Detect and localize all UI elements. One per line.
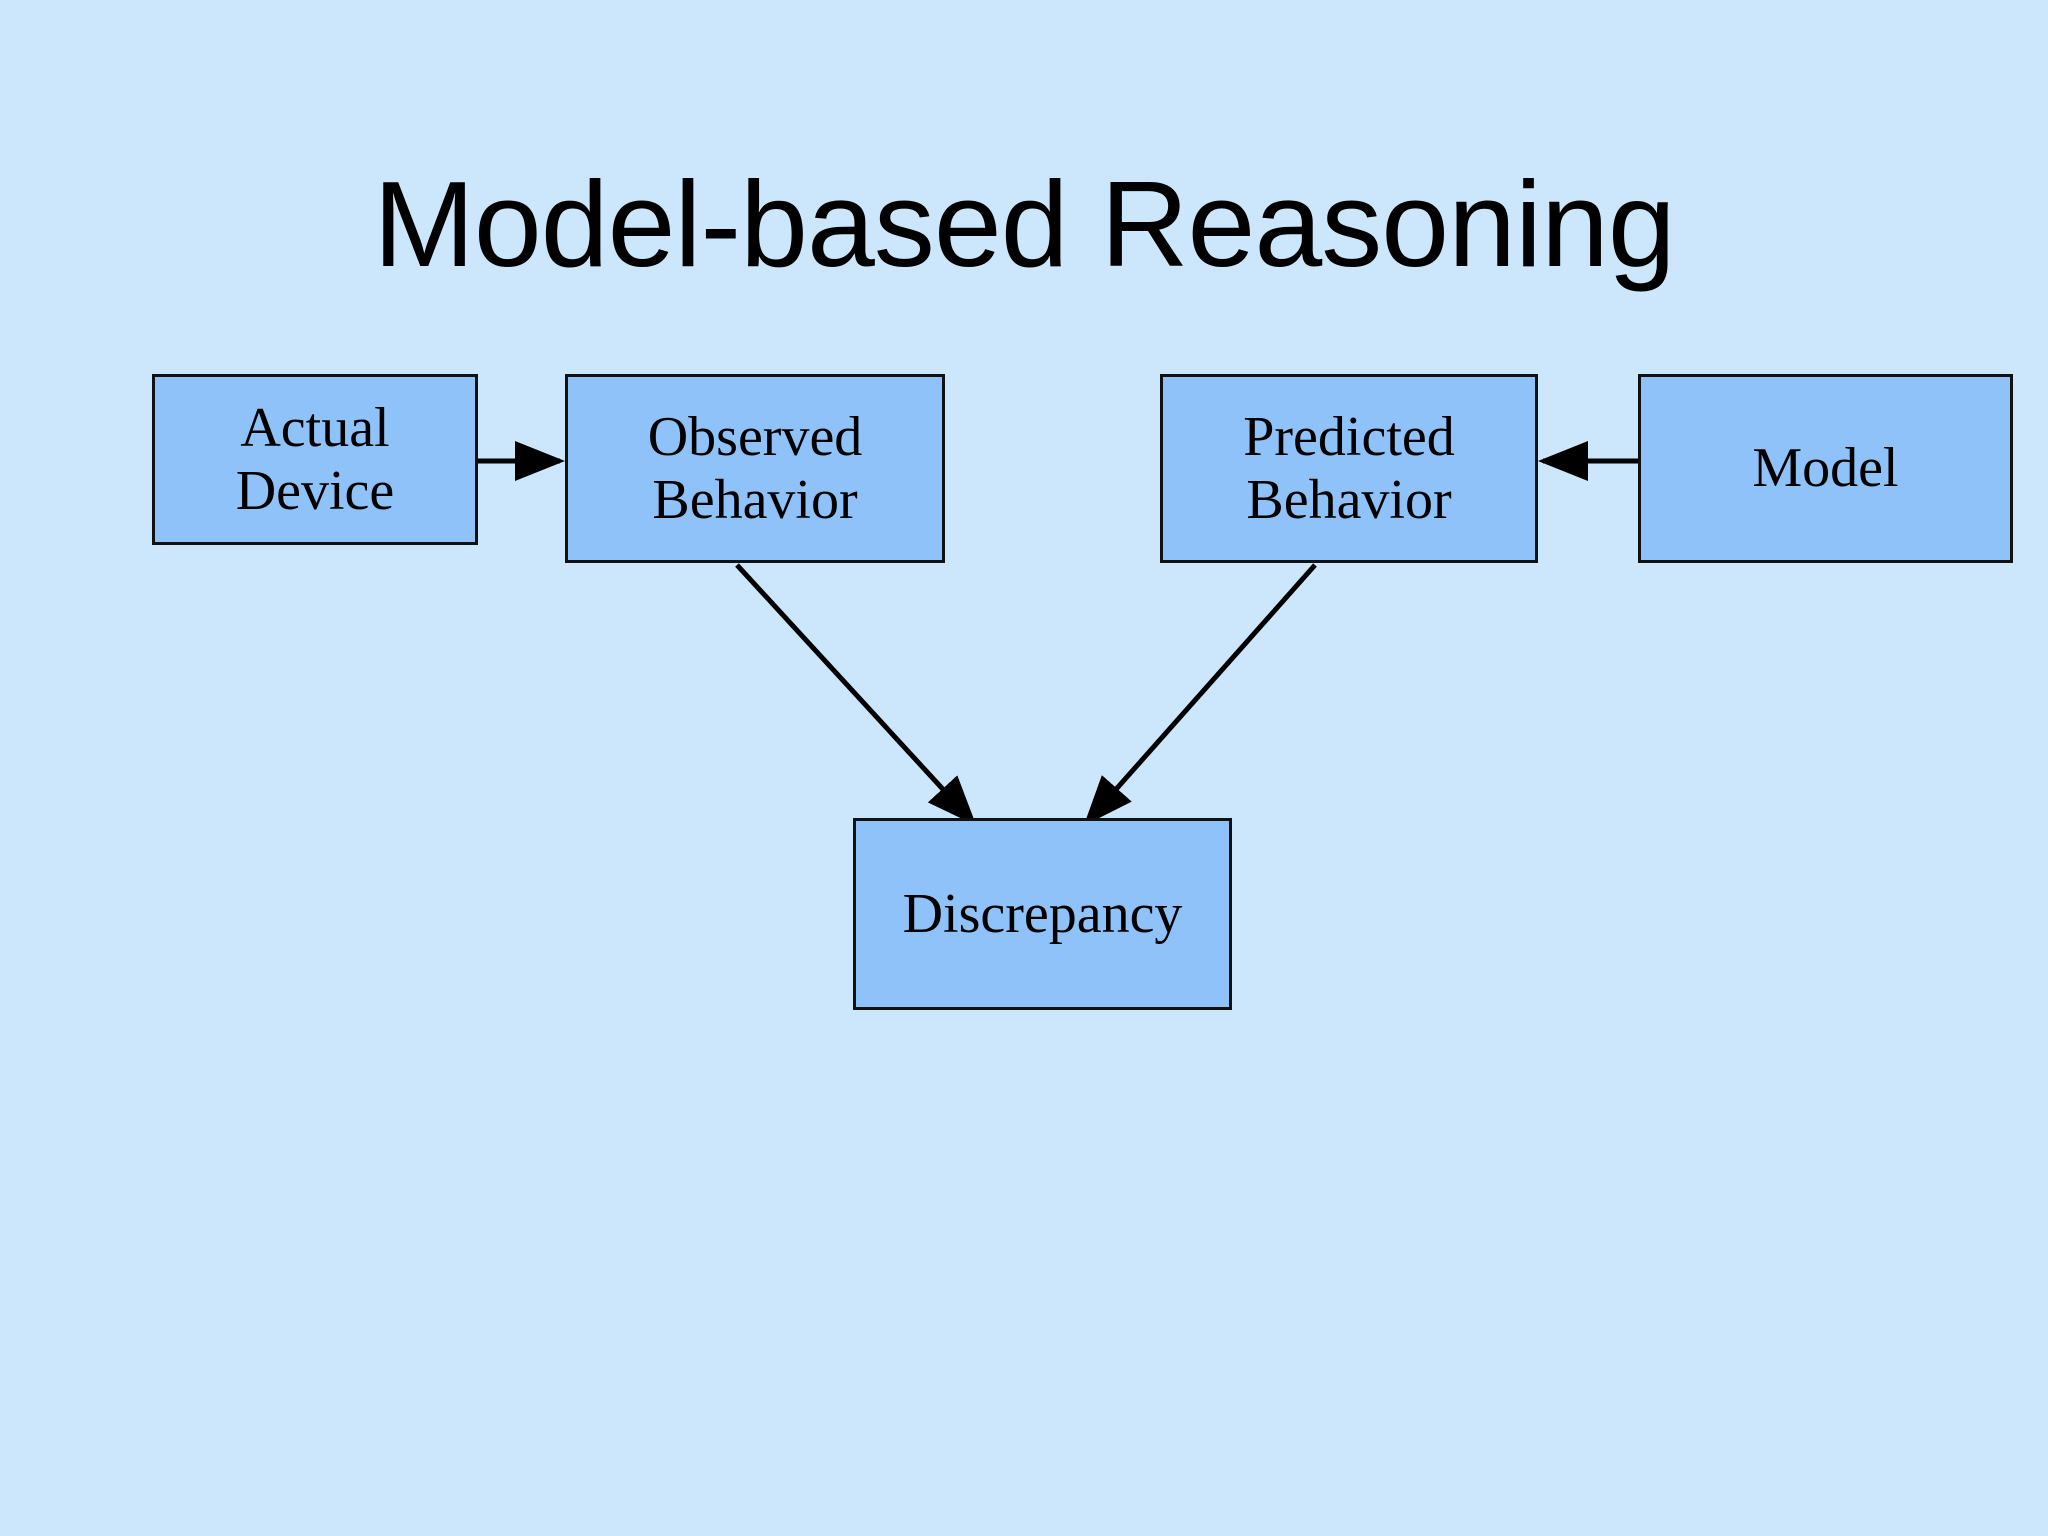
node-discrepancy[interactable]: Discrepancy bbox=[853, 818, 1232, 1010]
node-predicted-behavior-label-line1: Predicted bbox=[1243, 405, 1455, 468]
node-observed-behavior-label-line2: Behavior bbox=[652, 468, 858, 531]
edge-observed-to-discrepancy bbox=[735, 563, 977, 826]
node-discrepancy-label: Discrepancy bbox=[902, 882, 1183, 945]
node-predicted-behavior-label-line2: Behavior bbox=[1246, 468, 1452, 531]
node-model[interactable]: Model bbox=[1638, 374, 2013, 563]
node-actual-device-label-line1: Actual bbox=[240, 396, 390, 459]
node-observed-behavior[interactable]: Observed Behavior bbox=[565, 374, 945, 563]
node-actual-device[interactable]: Actual Device bbox=[152, 374, 478, 545]
edge-predicted-to-discrepancy bbox=[1083, 563, 1317, 826]
page-title: Model-based Reasoning bbox=[373, 155, 1676, 292]
node-predicted-behavior[interactable]: Predicted Behavior bbox=[1160, 374, 1538, 563]
node-actual-device-label-line2: Device bbox=[235, 459, 395, 522]
node-observed-behavior-label-line1: Observed bbox=[647, 405, 863, 468]
node-model-label: Model bbox=[1752, 437, 1899, 500]
